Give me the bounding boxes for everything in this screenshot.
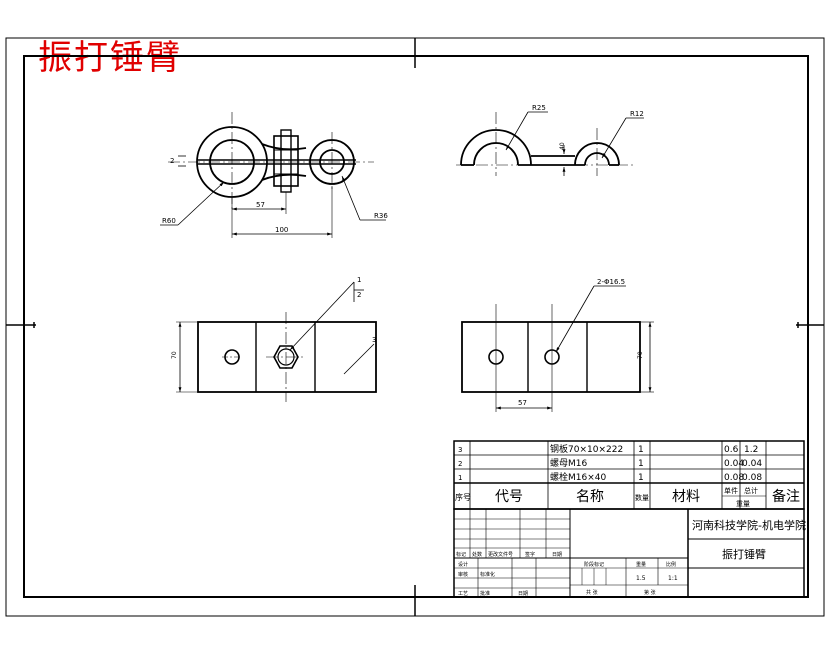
bottom-right-view xyxy=(461,285,654,412)
dim-70-right: 70 xyxy=(637,351,644,359)
rev-header-date: 日期 xyxy=(552,552,562,558)
bottom-left-view xyxy=(176,281,377,402)
balloon-1: 1 xyxy=(357,276,361,284)
sign-date: 日期 xyxy=(518,591,528,597)
bom-row-2-unit-wt: 0.04 xyxy=(724,459,744,469)
rev-header-mark: 标记 xyxy=(456,551,466,558)
sign-approve: 批准 xyxy=(480,590,490,597)
dim-57-bottom: 57 xyxy=(518,399,527,407)
bom-row-3-unit-wt: 0.6 xyxy=(724,445,739,455)
inner-border xyxy=(23,55,809,598)
bom-header-name: 名称 xyxy=(576,489,604,505)
bom-row-1-qty: 1 xyxy=(638,473,644,483)
bom-header-weight: 重量 xyxy=(736,500,750,508)
bom-header: 序号 代号 名称 数量 材料 单件 总计 重量 备注 xyxy=(455,486,800,508)
bom-row-1-unit-wt: 0.08 xyxy=(724,473,744,483)
weight-header: 重量 xyxy=(636,561,646,568)
rev-header-sign: 签字 xyxy=(525,551,535,558)
bom-header-qty: 数量 xyxy=(635,493,649,502)
dim-57-top: 57 xyxy=(256,201,265,209)
bom-row-3-qty: 1 xyxy=(638,445,644,455)
drawing-title-watermark: 振打锤臂 xyxy=(38,38,182,78)
school-name: 河南科技学院-机电学院 xyxy=(692,518,806,532)
bom-row-1-no: 1 xyxy=(458,474,462,482)
bom-row-3-no: 3 xyxy=(458,446,462,454)
bom-row-1-name: 螺栓M16×40 xyxy=(550,471,606,483)
dim-r25: R25 xyxy=(532,104,546,112)
bom-row-2-no: 2 xyxy=(458,460,462,468)
bom-row-2-total-wt: 0.04 xyxy=(742,459,762,469)
bom-row-2-qty: 1 xyxy=(638,459,644,469)
sign-standard: 标准化 xyxy=(480,571,495,578)
title-block-text: 河南科技学院-机电学院 振打锤臂 标记 处数 更改文件号 签字 日期 设计 审核… xyxy=(456,518,806,597)
weight-value: 1.5 xyxy=(636,575,646,582)
bom-row-3-total-wt: 1.2 xyxy=(744,445,758,455)
bom-header-material: 材料 xyxy=(672,489,700,505)
bom-row-2-name: 螺母M16 xyxy=(550,458,587,469)
dim-r36: R36 xyxy=(374,212,388,220)
sign-process: 工艺 xyxy=(458,591,468,597)
bom-row-3-name: 钢板70×10×222 xyxy=(550,443,623,455)
centering-marks xyxy=(6,38,824,616)
stage-header: 阶段标记 xyxy=(584,561,604,568)
rev-header-doc: 更改文件号 xyxy=(488,551,513,558)
sheet-total: 共 张 xyxy=(586,589,598,596)
balloon-3: 3 xyxy=(372,336,376,344)
bom-header-code: 代号 xyxy=(495,489,523,505)
dim-70-left: 70 xyxy=(171,351,178,359)
title-block xyxy=(453,508,805,598)
sign-design: 设计 xyxy=(458,561,468,568)
dim-holes: 2-Φ16.5 xyxy=(597,278,625,286)
bom-row-1-total-wt: 0.08 xyxy=(742,473,762,483)
top-right-view xyxy=(456,111,644,176)
bom-rows: 3 钢板70×10×222 1 0.6 1.2 2 螺母M16 1 0.04 0… xyxy=(458,443,762,483)
scale-value: 1:1 xyxy=(668,575,678,582)
dim-r60: R60 xyxy=(162,217,176,225)
rev-header-count: 处数 xyxy=(472,551,482,558)
bom-header-unit: 单件 xyxy=(724,486,738,495)
sheet-no: 第 张 xyxy=(644,589,656,596)
sign-review: 审核 xyxy=(458,571,468,578)
dim-2: 2 xyxy=(170,157,174,165)
top-left-view xyxy=(160,112,386,238)
bom-header-no: 序号 xyxy=(455,492,471,502)
bom-header-remark: 备注 xyxy=(772,488,800,505)
scale-header: 比例 xyxy=(666,561,676,568)
dim-100: 100 xyxy=(275,226,288,234)
drawing-name: 振打锤臂 xyxy=(722,547,766,561)
balloon-2: 2 xyxy=(357,291,361,299)
dim-40: 40 xyxy=(559,142,566,150)
dim-r12: R12 xyxy=(630,110,644,118)
bom-header-total: 总计 xyxy=(744,486,758,495)
